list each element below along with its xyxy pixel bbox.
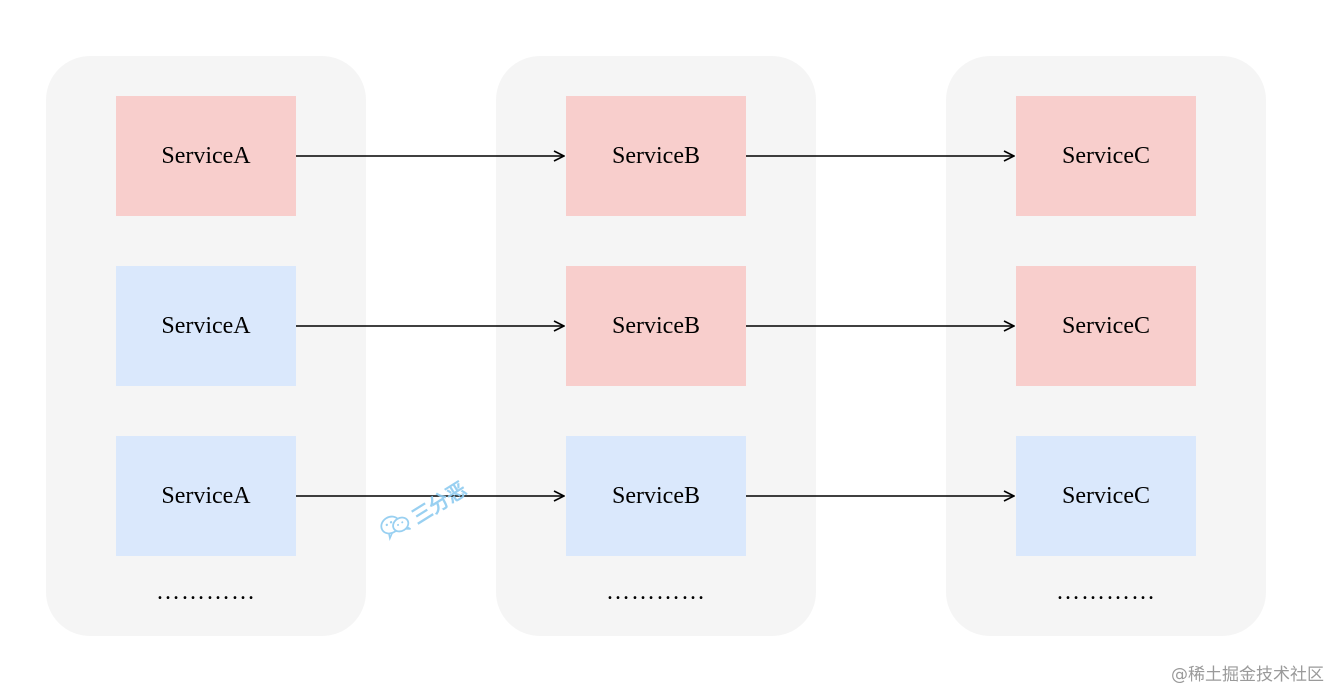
service-a-node-2-label: ServiceA bbox=[161, 312, 251, 339]
footer-credit: @稀土掘金技术社区 bbox=[1171, 665, 1324, 685]
service-a-column: ServiceA ServiceA ServiceA ………… bbox=[46, 56, 366, 636]
service-c-node-2-label: ServiceC bbox=[1062, 312, 1150, 339]
service-c-node-3-label: ServiceC bbox=[1062, 482, 1150, 509]
watermark: 三分恶 bbox=[376, 473, 472, 549]
service-b-node-3-label: ServiceB bbox=[612, 482, 700, 509]
service-c-node-3: ServiceC bbox=[1016, 436, 1196, 556]
service-a-node-2: ServiceA bbox=[116, 266, 296, 386]
watermark-text: 三分恶 bbox=[407, 476, 471, 529]
service-a-node-3: ServiceA bbox=[116, 436, 296, 556]
service-b-node-1: ServiceB bbox=[566, 96, 746, 216]
service-b-column: ServiceB ServiceB ServiceB ………… bbox=[496, 56, 816, 636]
service-b-ellipsis: ………… bbox=[606, 579, 706, 605]
service-b-node-3: ServiceB bbox=[566, 436, 746, 556]
service-c-node-2: ServiceC bbox=[1016, 266, 1196, 386]
wechat-icon bbox=[376, 506, 418, 548]
service-b-node-1-label: ServiceB bbox=[612, 142, 700, 169]
service-a-ellipsis: ………… bbox=[156, 579, 256, 605]
service-a-node-1: ServiceA bbox=[116, 96, 296, 216]
service-c-node-1-label: ServiceC bbox=[1062, 142, 1150, 169]
service-c-node-1: ServiceC bbox=[1016, 96, 1196, 216]
service-a-node-1-label: ServiceA bbox=[161, 142, 251, 169]
service-b-node-2-label: ServiceB bbox=[612, 312, 700, 339]
service-c-ellipsis: ………… bbox=[1056, 579, 1156, 605]
service-a-node-3-label: ServiceA bbox=[161, 482, 251, 509]
service-c-column: ServiceC ServiceC ServiceC ………… bbox=[946, 56, 1266, 636]
service-b-node-2: ServiceB bbox=[566, 266, 746, 386]
